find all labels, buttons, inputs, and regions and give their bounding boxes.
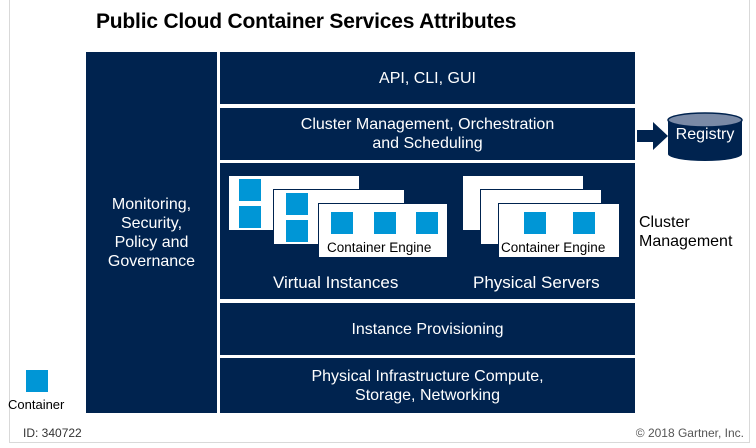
cluster-management-side-label: Cluster Management bbox=[639, 214, 733, 250]
container-icon bbox=[331, 212, 353, 234]
container-icon bbox=[573, 212, 595, 234]
layer-runtime: Container Engine Virtual Instances Conta… bbox=[220, 163, 635, 299]
container-icon bbox=[239, 206, 261, 228]
legend-container-swatch bbox=[26, 370, 48, 392]
database-icon bbox=[667, 112, 743, 161]
container-icon bbox=[286, 220, 308, 242]
registry-label: Registry bbox=[675, 126, 735, 143]
layer-api-label: API, CLI, GUI bbox=[379, 69, 476, 87]
layer-instance-provisioning: Instance Provisioning bbox=[220, 303, 635, 355]
container-engine-label: Container Engine bbox=[327, 240, 432, 255]
legend-container-label: Container bbox=[8, 397, 65, 412]
monitoring-security-column: Monitoring, Security, Policy and Governa… bbox=[86, 52, 217, 413]
virtual-instances-label: Virtual Instances bbox=[273, 273, 399, 292]
arrow-right-icon bbox=[637, 122, 668, 150]
container-icon bbox=[374, 212, 396, 234]
physical-server-front: Container Engine bbox=[498, 203, 620, 258]
diagram-title: Public Cloud Container Services Attribut… bbox=[96, 10, 517, 33]
physical-servers-label: Physical Servers bbox=[473, 273, 600, 292]
container-icon bbox=[286, 193, 308, 215]
layer-instance-provisioning-label: Instance Provisioning bbox=[351, 320, 504, 338]
layer-physical-infrastructure-label: Physical Infrastructure Compute, Storage… bbox=[311, 367, 544, 404]
copyright: © 2018 Gartner, Inc. bbox=[635, 426, 744, 440]
layer-physical-infrastructure: Physical Infrastructure Compute, Storage… bbox=[220, 358, 635, 413]
layer-cluster-management-label: Cluster Management, Orchestration and Sc… bbox=[300, 116, 555, 152]
virtual-instance-front: Container Engine bbox=[318, 203, 448, 258]
layer-api: API, CLI, GUI bbox=[220, 52, 635, 104]
container-icon bbox=[239, 179, 261, 201]
container-engine-label: Container Engine bbox=[501, 240, 606, 255]
container-icon bbox=[524, 212, 546, 234]
container-icon bbox=[416, 212, 438, 234]
figure-id: ID: 340722 bbox=[23, 426, 82, 440]
monitoring-security-label: Monitoring, Security, Policy and Governa… bbox=[107, 195, 196, 270]
layer-cluster-management: Cluster Management, Orchestration and Sc… bbox=[220, 108, 635, 160]
